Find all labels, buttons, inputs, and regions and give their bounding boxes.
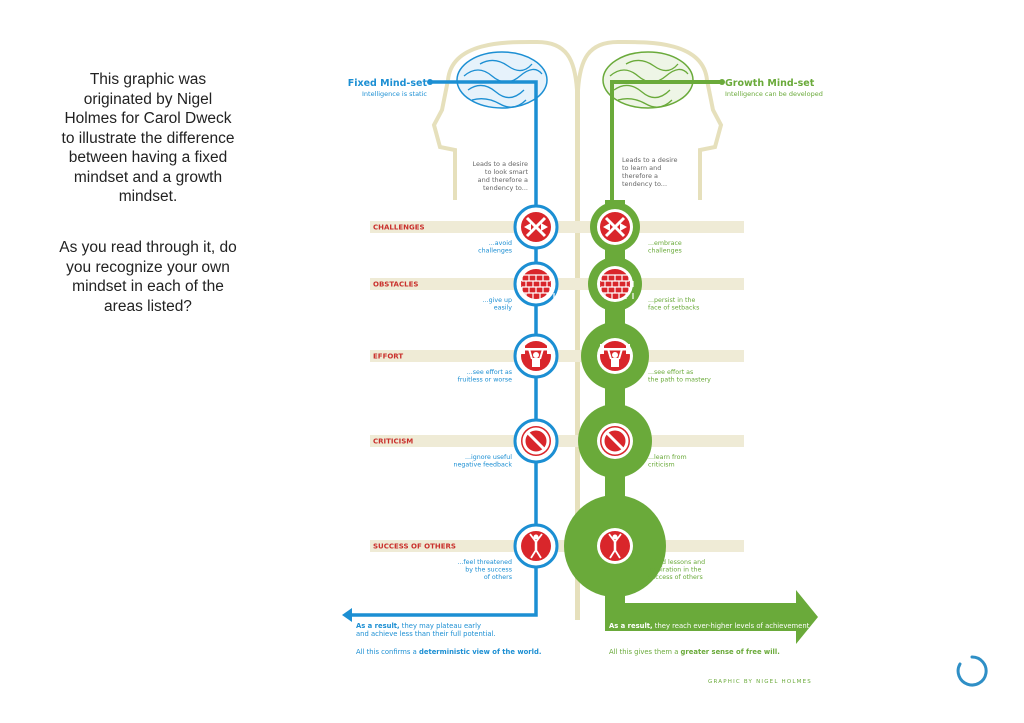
growth-response-1: ...embrace: [648, 240, 682, 247]
fixed-subtitle: Intelligence is static: [362, 90, 427, 98]
growth-no-entry-icon: [601, 427, 629, 455]
fixed-desire-text: Leads to a desire to look smart and ther…: [472, 160, 528, 192]
growth-cheering-figure-icon: [608, 533, 622, 559]
area-label-3: EFFORT: [373, 353, 403, 361]
growth-desire-text: Leads to a desire to learn and therefore…: [622, 156, 678, 188]
fixed-response-4: ...ignore useful: [465, 454, 512, 461]
fixed-response-5: ...feel threatened: [457, 559, 512, 566]
growth-header-line: [610, 80, 720, 210]
fixed-result-text: As a result, they may plateau early: [356, 622, 481, 630]
loading-spinner-icon: [956, 655, 988, 687]
growth-result-arrow: [605, 590, 818, 644]
growth-weightlifter-icon: [600, 344, 630, 367]
fixed-clash-arrows-icon: [524, 216, 548, 238]
svg-text:therefore a: therefore a: [622, 172, 658, 180]
growth-result-text: As a result, they reach ever-higher leve…: [609, 622, 811, 630]
growth-response-1: challenges: [648, 248, 682, 255]
fixed-title: Fixed Mind-set: [348, 78, 428, 89]
fixed-confirm-text: All this confirms a deterministic view o…: [356, 648, 541, 656]
fixed-weightlifter-icon: [521, 344, 551, 367]
fixed-response-3: ...see effort as: [467, 369, 512, 376]
growth-response-3: the path to mastery: [648, 377, 711, 384]
fixed-head-silhouette: [431, 39, 579, 620]
area-label-2: OBSTACLES: [373, 281, 418, 289]
fixed-response-5: by the success: [465, 567, 512, 574]
growth-head-silhouette: [576, 39, 724, 620]
question-text: As you read through it, do you recognize…: [59, 239, 237, 315]
fixed-brick-wall-icon: [521, 274, 555, 299]
fixed-cheering-figure-icon: [529, 533, 543, 559]
area-label-5: SUCCESS OF OTHERS: [373, 543, 456, 551]
growth-response-5: success of others: [648, 574, 703, 581]
growth-response-2: ...persist in the: [648, 297, 695, 304]
growth-response-4: criticism: [648, 462, 675, 469]
growth-response-2: face of setbacks: [648, 305, 699, 312]
svg-text:and therefore a: and therefore a: [478, 176, 528, 184]
fixed-response-2: ...give up: [483, 297, 512, 304]
growth-title: Growth Mind-set: [725, 78, 815, 89]
credit-text: GRAPHIC BY NIGEL HOLMES: [708, 679, 812, 685]
growth-response-4: ...learn from: [648, 454, 687, 461]
svg-text:to learn and: to learn and: [622, 164, 661, 172]
fixed-brain-icon: [456, 51, 548, 109]
growth-brick-wall-icon: [600, 274, 634, 299]
svg-text:tendency to...: tendency to...: [483, 184, 528, 192]
svg-text:to look smart: to look smart: [485, 168, 529, 176]
area-label-1: CHALLENGES: [373, 224, 425, 232]
growth-subtitle: Intelligence can be developed: [725, 90, 823, 98]
fixed-response-1: ...avoid: [489, 240, 512, 247]
fixed-result-arrow: [342, 608, 352, 622]
growth-response-5: ...find lessons and: [648, 559, 705, 566]
intro-text: This graphic was originated by Nigel Hol…: [61, 71, 235, 205]
fixed-response-5: of others: [484, 574, 512, 581]
fixed-response-3: fruitless or worse: [458, 377, 513, 384]
fixed-no-entry-icon: [522, 427, 550, 455]
growth-response-5: inspiration in the: [648, 567, 701, 574]
svg-text:Leads to a desire: Leads to a desire: [622, 156, 678, 164]
growth-response-3: ...see effort as: [648, 369, 693, 376]
area-label-4: CRITICISM: [373, 438, 413, 446]
fixed-response-2: easily: [494, 305, 513, 312]
growth-clash-arrows-icon: [603, 216, 627, 238]
fixed-result-text-line2: and achieve less than their full potenti…: [356, 630, 496, 638]
growth-confirm-text: All this gives them a greater sense of f…: [609, 648, 780, 656]
svg-text:tendency to...: tendency to...: [622, 180, 667, 188]
svg-text:Leads to a desire: Leads to a desire: [472, 160, 528, 168]
fixed-response-1: challenges: [478, 248, 512, 255]
fixed-response-4: negative feedback: [454, 462, 513, 469]
